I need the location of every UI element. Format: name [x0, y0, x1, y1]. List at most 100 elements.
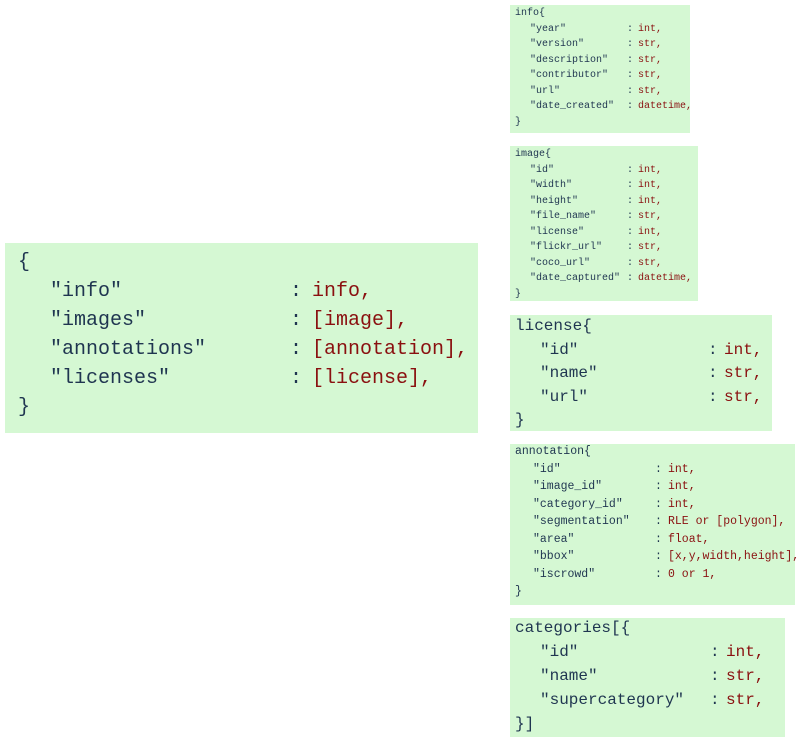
colon: :	[627, 211, 634, 222]
field-type: str,	[726, 667, 765, 685]
field-type: int,	[638, 226, 663, 238]
colon: :	[708, 340, 718, 359]
colon: :	[655, 515, 662, 528]
colon: :	[655, 480, 662, 493]
field-key: "id"	[540, 643, 579, 661]
license-structure: license{ "id": int, "name": str, "url": str,}	[510, 315, 772, 431]
field-key: "licenses"	[50, 367, 171, 390]
colon: :	[655, 497, 662, 511]
field-type: int,	[638, 180, 663, 191]
field-key: "id"	[533, 462, 561, 476]
field-key: "height"	[530, 195, 579, 207]
categories-structure: categories[{"id":int,"name":str,"superca…	[510, 618, 785, 737]
field-key: "version"	[530, 39, 585, 50]
field-type: RLE or [polygon],	[668, 515, 786, 528]
field-key: "coco_url"	[530, 257, 591, 269]
field-key: "url"	[530, 85, 561, 97]
colon: :	[627, 180, 634, 191]
open-brace: info{	[515, 8, 546, 19]
field-key: "images"	[50, 309, 147, 332]
field-key: "id"	[530, 164, 555, 176]
close-brace: }	[515, 288, 522, 300]
field-key: "description"	[530, 54, 609, 66]
field-key: "area"	[533, 532, 575, 546]
info-structure: info{ "year": int, "version": str, "descripti…	[510, 5, 693, 133]
field-key: "annotations"	[50, 338, 207, 361]
field-type: str,	[638, 242, 663, 253]
open-brace: categories[{	[515, 619, 631, 637]
field-key: "bbox"	[533, 550, 575, 563]
field-key: "id"	[540, 340, 579, 359]
close-brace: }	[515, 411, 525, 429]
field-key: "flickr_url"	[530, 242, 603, 253]
colon: :	[290, 309, 303, 332]
annotation-structure: annotation{ "id": int, "image_id": int, "cate…	[510, 444, 799, 605]
close-brace: }]	[515, 715, 535, 733]
field-key: "url"	[540, 387, 589, 406]
open-brace: {	[18, 251, 31, 274]
colon: :	[627, 273, 634, 284]
field-type: [annotation],	[312, 338, 469, 361]
field-key: "image_id"	[533, 480, 603, 493]
colon: :	[290, 280, 303, 303]
field-type: int,	[726, 643, 765, 661]
field-type: 0 or 1,	[668, 567, 717, 581]
field-key: "year"	[530, 23, 567, 35]
open-brace: license{	[515, 317, 592, 335]
colon: :	[708, 364, 718, 382]
colon: :	[627, 257, 634, 269]
colon: :	[627, 164, 634, 176]
open-brace: image{	[515, 149, 552, 160]
colon: :	[627, 101, 634, 112]
field-type: str,	[638, 85, 663, 97]
field-type: str,	[638, 39, 663, 50]
field-type: str,	[724, 364, 763, 382]
field-type: [x,y,width,height],	[668, 550, 800, 563]
colon: :	[627, 226, 634, 238]
open-brace: annotation{	[515, 445, 591, 458]
field-type: str,	[638, 257, 663, 269]
colon: :	[627, 195, 634, 207]
colon: :	[627, 242, 634, 253]
colon: :	[710, 643, 720, 661]
field-key: "category_id"	[533, 497, 623, 511]
close-brace: }	[515, 116, 522, 128]
field-type: str,	[724, 387, 763, 406]
colon: :	[710, 691, 720, 709]
colon: :	[655, 532, 662, 546]
colon: :	[627, 39, 634, 50]
colon: :	[627, 54, 634, 66]
field-type: [license],	[312, 367, 433, 390]
field-key: "file_name"	[530, 211, 597, 222]
colon: :	[627, 70, 634, 81]
colon: :	[627, 23, 634, 35]
close-brace: }	[515, 585, 522, 598]
colon: :	[290, 338, 303, 361]
field-type: int,	[638, 195, 663, 207]
field-type: int,	[638, 23, 663, 35]
field-key: "contributor"	[530, 70, 609, 81]
image-structure: image{"id":int,"width":int,"height":int,…	[510, 146, 698, 301]
colon: :	[290, 367, 303, 390]
colon: :	[708, 387, 718, 406]
field-key: "date_captured"	[530, 273, 621, 284]
field-type: str,	[638, 70, 663, 81]
field-type: datetime,	[638, 101, 693, 112]
close-brace: }	[18, 396, 31, 419]
coco-root-structure: {"info":info,"images":[image],"annotatio…	[5, 243, 478, 433]
field-key: "date_created"	[530, 101, 615, 112]
field-type: info,	[312, 280, 373, 303]
field-type: str,	[638, 211, 663, 222]
field-type: int,	[668, 497, 696, 511]
field-type: int,	[638, 164, 663, 176]
field-type: str,	[638, 54, 663, 66]
colon: :	[627, 85, 634, 97]
field-type: float,	[668, 532, 710, 546]
field-key: "info"	[50, 280, 123, 303]
field-type: datetime,	[638, 273, 693, 284]
field-type: int,	[724, 340, 763, 359]
field-type: int,	[668, 462, 696, 476]
colon: :	[710, 667, 720, 685]
field-type: int,	[668, 480, 696, 493]
field-key: "name"	[540, 364, 598, 382]
